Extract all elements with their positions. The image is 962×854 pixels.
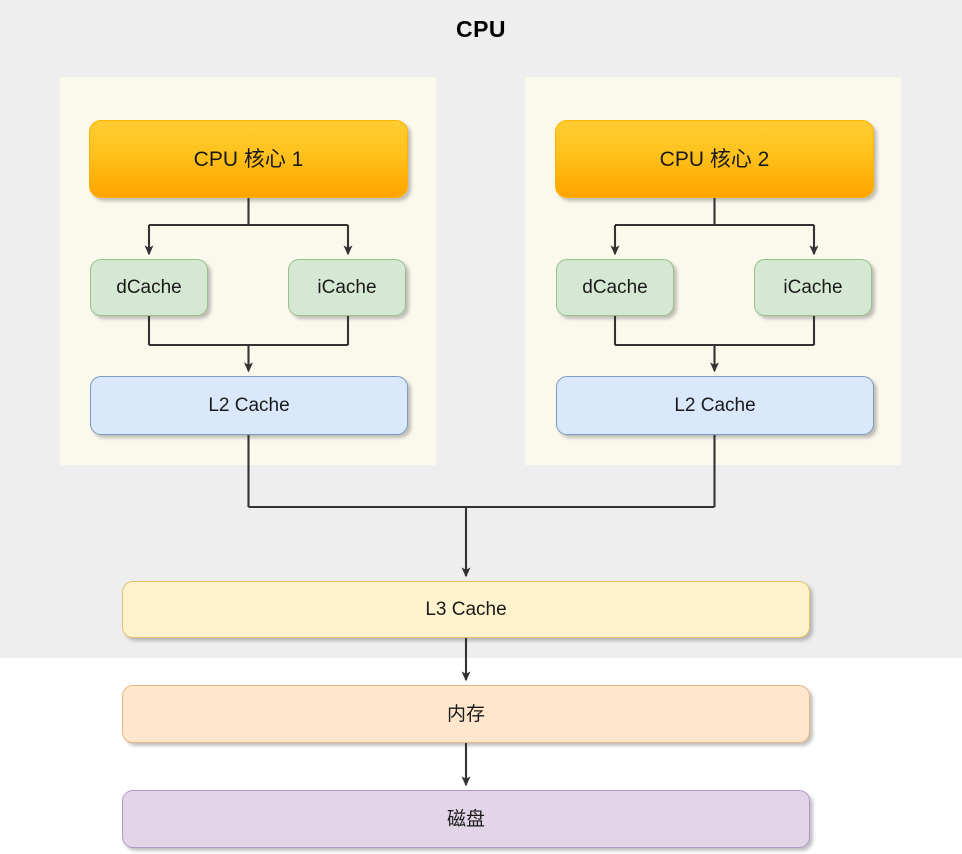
- core-2-icache-box[interactable]: iCache: [754, 259, 872, 316]
- cpu-core-1-box[interactable]: CPU 核心 1: [89, 120, 408, 198]
- core-2-l2-cache-box[interactable]: L2 Cache: [556, 376, 874, 435]
- core-2-dcache-box[interactable]: dCache: [556, 259, 674, 316]
- core-1-icache-box[interactable]: iCache: [288, 259, 406, 316]
- page-title: CPU: [455, 16, 507, 42]
- cpu-core-2-box[interactable]: CPU 核心 2: [555, 120, 874, 198]
- core-1-l2-cache-box[interactable]: L2 Cache: [90, 376, 408, 435]
- core-1-dcache-box[interactable]: dCache: [90, 259, 208, 316]
- disk-box[interactable]: 磁盘: [122, 790, 810, 848]
- memory-box[interactable]: 内存: [122, 685, 810, 743]
- l3-cache-box[interactable]: L3 Cache: [122, 581, 810, 638]
